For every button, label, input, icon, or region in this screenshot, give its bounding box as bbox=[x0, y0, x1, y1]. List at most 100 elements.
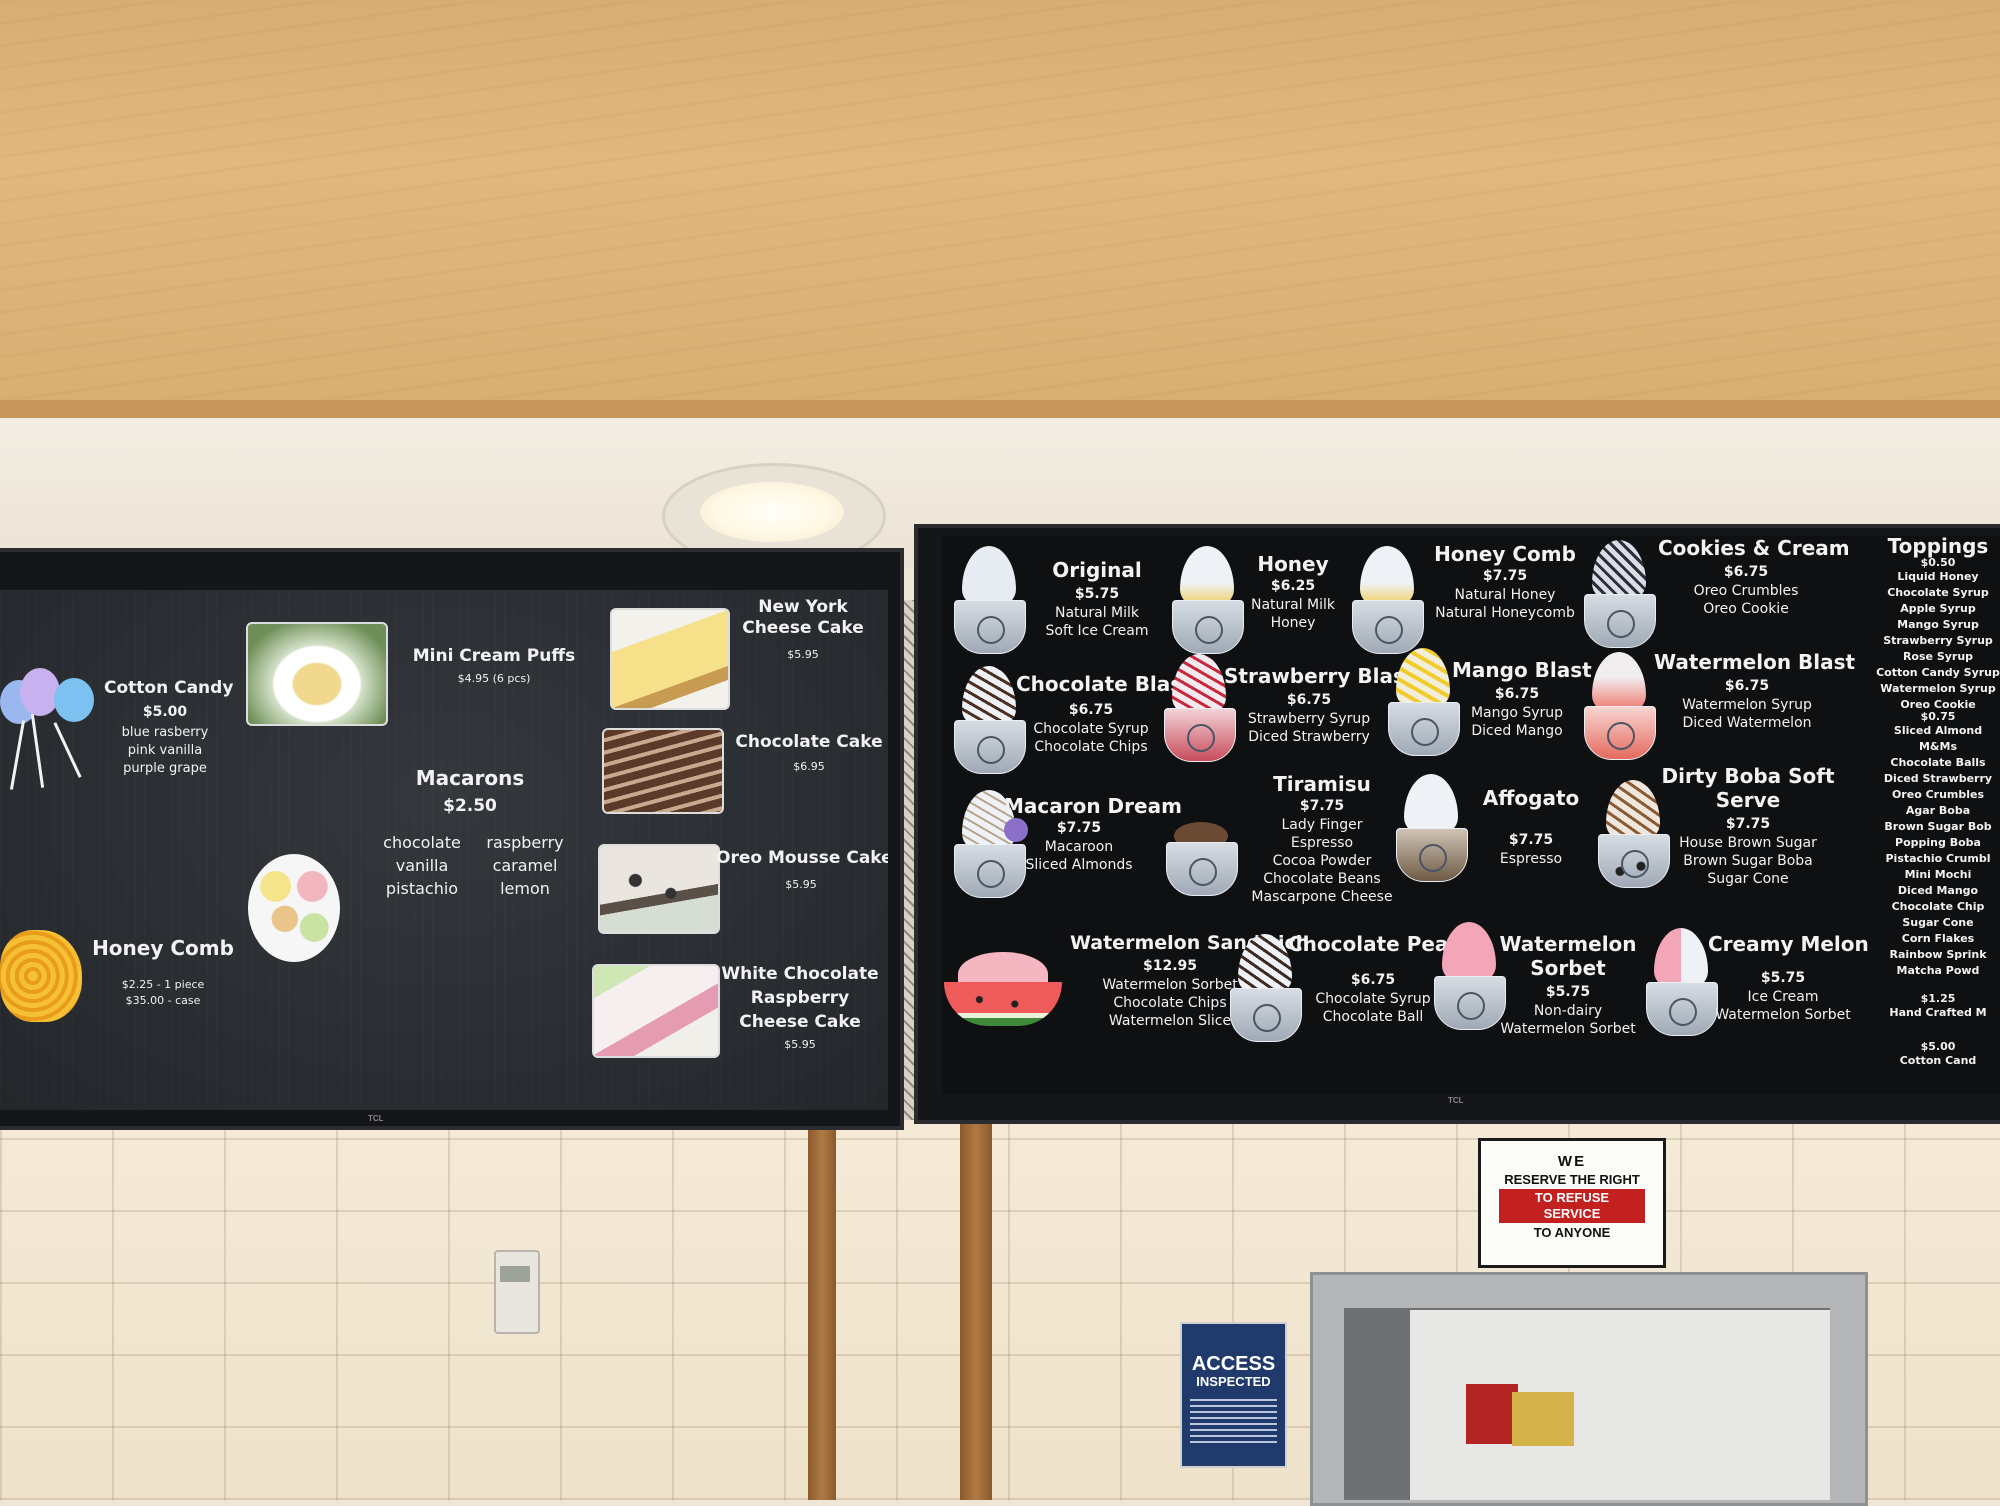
item-price: $12.95 bbox=[1142, 958, 1198, 974]
wood-ceiling bbox=[0, 0, 2000, 410]
macaron-flavor: vanilla bbox=[395, 856, 449, 875]
item-desc: Oreo Crumbles bbox=[1693, 583, 1799, 599]
item-name: Honey bbox=[1257, 552, 1329, 576]
item-name: Chocolate Blast bbox=[1016, 672, 1192, 696]
item-desc: Watermelon Syrup bbox=[1682, 697, 1812, 713]
item-desc: blue rasberry bbox=[121, 725, 209, 740]
topping-item: Liquid Honey bbox=[1897, 570, 1979, 583]
item-price: $6.75 bbox=[1724, 678, 1770, 694]
toppings-price: $0.75 bbox=[1920, 710, 1956, 723]
poster-fine-print bbox=[1190, 1399, 1277, 1445]
item-desc: Brown Sugar Boba bbox=[1683, 853, 1813, 869]
watermelon-sorbet-cup-image bbox=[1434, 922, 1506, 1046]
item-price: $5.75 bbox=[1545, 984, 1591, 1000]
topping-item: Popping Boba bbox=[1895, 836, 1981, 849]
item-price: $6.75 bbox=[1068, 702, 1114, 718]
item-desc: Diced Mango bbox=[1471, 723, 1563, 739]
wood-post bbox=[808, 1110, 836, 1500]
tv-brand: TCL bbox=[368, 1114, 384, 1123]
topping-item: Diced Strawberry bbox=[1883, 772, 1993, 785]
inspection-poster: ACCESS INSPECTED bbox=[1180, 1322, 1287, 1468]
item-price: $5.75 bbox=[1074, 586, 1120, 602]
ceiling-trim bbox=[0, 400, 2000, 420]
topping-item: M&Ms bbox=[1918, 740, 1958, 753]
item-desc: Natural Milk bbox=[1250, 597, 1336, 613]
item-name: Tiramisu bbox=[1273, 772, 1371, 796]
item-desc: Natural Honey bbox=[1454, 587, 1556, 603]
toppings-price: $5.00 bbox=[1920, 1040, 1956, 1053]
item-name: Watermelon Blast bbox=[1654, 650, 1856, 674]
topping-item: Cotton Candy Syrup bbox=[1876, 666, 2000, 679]
item-name: Honey Comb bbox=[1434, 542, 1576, 566]
topping-item: Matcha Powd bbox=[1896, 964, 1980, 977]
topping-item: Chocolate Chip bbox=[1891, 900, 1985, 913]
item-name: New York bbox=[758, 597, 848, 617]
item-desc: Watermelon Sorbet bbox=[1500, 1021, 1636, 1037]
item-price: $6.75 bbox=[1286, 692, 1332, 708]
item-name: Watermelon bbox=[1499, 932, 1637, 956]
macaron-flavor: chocolate bbox=[383, 833, 461, 852]
honey-comb-cup-image bbox=[1352, 546, 1424, 656]
item-name: Dirty Boba Soft bbox=[1661, 764, 1835, 788]
item-desc: Espresso bbox=[1290, 835, 1354, 851]
item-desc: Espresso bbox=[1499, 851, 1563, 867]
original-cup-image bbox=[954, 546, 1026, 656]
item-desc: Diced Strawberry bbox=[1248, 729, 1370, 745]
item-price: $5.00 bbox=[142, 704, 188, 720]
cream-puffs-image bbox=[246, 622, 388, 726]
item-name: White Chocolate bbox=[721, 964, 879, 984]
item-price: $7.75 bbox=[1508, 832, 1554, 848]
item-name: Chocolate Pearl bbox=[1288, 932, 1466, 956]
item-name: Cheese Cake bbox=[739, 1012, 861, 1032]
item-price: $5.75 bbox=[1760, 970, 1806, 986]
sign-red-band: TO REFUSE SERVICE bbox=[1499, 1189, 1645, 1223]
toppings-price: $1.25 bbox=[1920, 992, 1956, 1005]
item-price: $6.25 bbox=[1270, 578, 1316, 594]
honeycomb-image bbox=[0, 930, 82, 1022]
item-desc: House Brown Sugar bbox=[1679, 835, 1817, 851]
topping-item: Diced Mango bbox=[1897, 884, 1979, 897]
item-name: Oreo Mousse Cake bbox=[716, 848, 888, 868]
strawberry-blast-cup-image bbox=[1164, 654, 1236, 764]
item-price: $2.50 bbox=[443, 796, 497, 816]
refuse-service-sign: WE RESERVE THE RIGHT TO REFUSE SERVICE T… bbox=[1478, 1138, 1666, 1268]
item-price: $35.00 - case bbox=[125, 994, 201, 1007]
macarons-image bbox=[248, 854, 340, 962]
topping-item: Strawberry Syrup bbox=[1883, 634, 1993, 647]
chocolate-pearl-cup-image bbox=[1230, 934, 1302, 1044]
topping-item: Rose Syrup bbox=[1902, 650, 1974, 663]
item-name: Cheese Cake bbox=[742, 618, 864, 638]
item-price: $7.75 bbox=[1482, 568, 1528, 584]
item-desc: Strawberry Syrup bbox=[1247, 711, 1371, 727]
topping-item: Watermelon Syrup bbox=[1880, 682, 1996, 695]
mango-blast-cup-image bbox=[1388, 648, 1460, 758]
thermostat bbox=[494, 1250, 540, 1334]
item-desc: Mango Syrup bbox=[1470, 705, 1564, 721]
item-name: Chocolate Cake bbox=[735, 732, 883, 752]
topping-item: Sugar Cone bbox=[1902, 916, 1974, 929]
item-desc: Chocolate Chips bbox=[1113, 995, 1227, 1011]
item-price: $2.25 - 1 piece bbox=[121, 978, 205, 991]
topping-item: Brown Sugar Bob bbox=[1884, 820, 1992, 833]
item-name: Mango Blast bbox=[1452, 658, 1592, 682]
macaron-topping-icon bbox=[1004, 818, 1028, 842]
item-name: Cookies & Cream bbox=[1658, 536, 1850, 560]
item-desc: Natural Honeycomb bbox=[1435, 605, 1575, 621]
macaron-flavor: lemon bbox=[500, 879, 550, 898]
item-desc: Chocolate Ball bbox=[1322, 1009, 1424, 1025]
item-price: $6.75 bbox=[1350, 972, 1396, 988]
item-desc: Chocolate Beans bbox=[1263, 871, 1381, 887]
sign-line-3: TO REFUSE bbox=[1534, 1190, 1610, 1205]
dirty-boba-cup-image bbox=[1598, 780, 1670, 890]
item-desc: Watermelon Sorbet bbox=[1102, 977, 1238, 993]
topping-item: Oreo Crumbles bbox=[1891, 788, 1985, 801]
item-name: Affogato bbox=[1482, 786, 1580, 810]
topping-item: Apple Syrup bbox=[1900, 602, 1976, 615]
thermostat-screen bbox=[500, 1266, 530, 1282]
right-menu-screen: Original $5.75 Natural Milk Soft Ice Cre… bbox=[942, 536, 2000, 1094]
item-price: $6.75 bbox=[1494, 686, 1540, 702]
item-name: Serve bbox=[1715, 788, 1781, 812]
item-name: Sorbet bbox=[1530, 956, 1606, 980]
item-desc: Ice Cream bbox=[1747, 989, 1819, 1005]
item-price: $6.95 bbox=[793, 760, 825, 773]
